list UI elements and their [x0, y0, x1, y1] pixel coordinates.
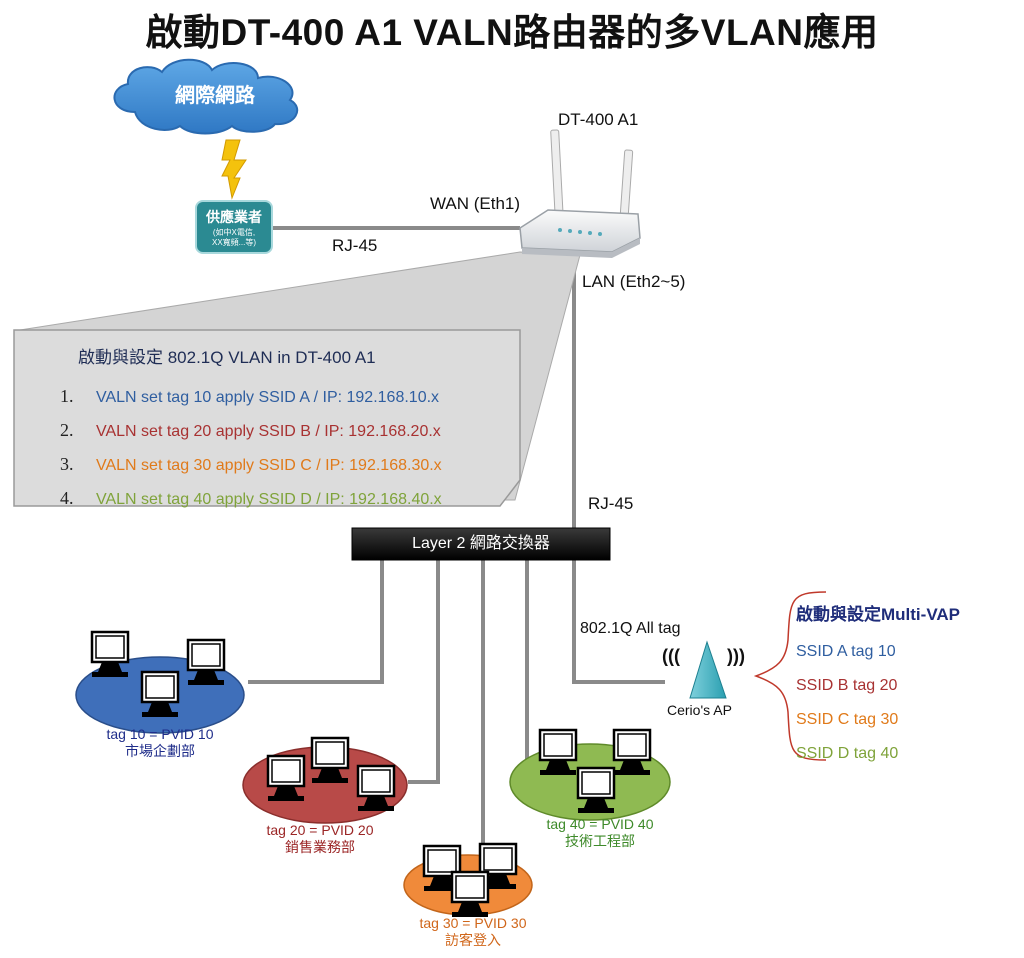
vap-bracket: [753, 591, 827, 761]
group-dept: 市場企劃部: [125, 743, 195, 759]
access-point-icon: [689, 640, 727, 699]
isp-note-line2: XX寬頻...等): [211, 238, 256, 247]
vap-item: SSID C tag 30: [796, 711, 899, 728]
multi-vap-title: 啟動與設定Multi-VAP: [796, 605, 961, 624]
group-10-label: tag 10 = PVID 10 市場企劃部: [85, 726, 235, 760]
vlan-item: 1. VALN set tag 10 apply SSID A / IP: 192…: [60, 379, 500, 413]
vap-item: SSID A tag 10: [796, 643, 896, 660]
vlan-item: 2. VALN set tag 20 apply SSID B / IP: 192…: [60, 413, 500, 447]
cable-group-10: [248, 560, 384, 684]
vlan-item-text: VALN set tag 10 apply SSID A / IP: 192.1…: [96, 389, 440, 406]
isp-note: (如中X電信, XX寬頻...等): [197, 228, 271, 248]
group-tag: tag 30 = PVID 30: [419, 915, 527, 931]
lightning-icon: [221, 139, 247, 200]
vlan-item-text: VALN set tag 30 apply SSID C / IP: 192.1…: [96, 457, 442, 474]
ap-uplink-label: 802.1Q All tag: [580, 620, 681, 637]
group-tag: tag 10 = PVID 10: [106, 726, 214, 742]
vlan-item-num: 1.: [60, 386, 74, 406]
isp-title: 供應業者: [206, 209, 262, 225]
vlan-item-num: 4.: [60, 488, 74, 508]
callout-panel: [13, 329, 521, 507]
switch-icon: [351, 527, 611, 561]
vlan-item-text: VALN set tag 20 apply SSID B / IP: 192.1…: [96, 423, 441, 440]
router-model-label: DT-400 A1: [558, 110, 639, 129]
cable-group-20: [408, 560, 440, 784]
signal-left-icon: (((: [662, 646, 680, 666]
vlan-config-panel: 啟動與設定 802.1Q VLAN in DT-400 A1 1. VALN se…: [60, 343, 500, 515]
group-dept: 技術工程部: [565, 833, 635, 849]
signal-right-icon: ))): [727, 646, 745, 666]
multi-vap-panel: 啟動與設定Multi-VAP SSID A tag 10 SSID B tag …: [796, 600, 1016, 771]
group-20-label: tag 20 = PVID 20 銷售業務部: [245, 822, 395, 856]
vlan-item: 4. VALN set tag 40 apply SSID D / IP: 192…: [60, 481, 500, 515]
internet-label: 網際網路: [175, 85, 255, 107]
internet-cloud-icon: [113, 58, 299, 135]
vlan-panel-heading: 啟動與設定 802.1Q VLAN in DT-400 A1: [78, 348, 376, 367]
router-icon: [519, 129, 641, 258]
group-dept: 銷售業務部: [285, 839, 355, 855]
isp-note-line1: (如中X電信,: [212, 228, 256, 237]
vlan-item-num: 2.: [60, 420, 74, 440]
vlan-item: 3. VALN set tag 30 apply SSID C / IP: 192…: [60, 447, 500, 481]
vap-item: SSID D tag 40: [796, 745, 899, 762]
isp-box: 供應業者 (如中X電信, XX寬頻...等): [195, 200, 273, 254]
vlan-item-num: 3.: [60, 454, 74, 474]
group-tag: tag 20 = PVID 20: [266, 822, 374, 838]
lan-label: LAN (Eth2~5): [582, 272, 686, 291]
lan-cable-label: RJ-45: [588, 494, 634, 513]
vlan-item-text: VALN set tag 40 apply SSID D / IP: 192.1…: [96, 491, 442, 508]
ap-label: Cerio's AP: [667, 702, 732, 718]
group-tag: tag 40 = PVID 40: [546, 816, 654, 832]
switch-label: Layer 2 網路交換器: [412, 535, 550, 552]
wan-cable-label: RJ-45: [332, 236, 378, 255]
group-30-label: tag 30 = PVID 30 訪客登入: [398, 915, 548, 949]
group-dept: 訪客登入: [445, 932, 501, 948]
page-title: 啟動DT-400 A1 VALN路由器的多VLAN應用: [145, 12, 879, 53]
vap-item: SSID B tag 20: [796, 677, 898, 694]
cable-ap: [572, 560, 665, 684]
wan-label: WAN (Eth1): [430, 194, 521, 213]
group-40-label: tag 40 = PVID 40 技術工程部: [525, 816, 675, 850]
